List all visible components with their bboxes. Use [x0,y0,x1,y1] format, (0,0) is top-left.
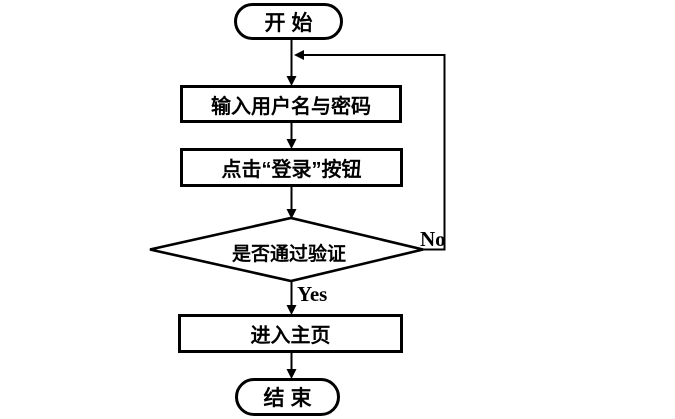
arrowhead-down-icon [286,76,297,86]
node-enter-home-label: 进入主页 [250,325,331,347]
edge-label-no: No [420,227,446,251]
arrowhead-left-icon [294,50,304,60]
node-verify-label: 是否通过验证 [232,244,347,265]
edge-no-loop [301,54,446,251]
node-input-credentials: 输入用户名与密码 [180,85,402,123]
node-end-label: 结束 [263,387,318,410]
arrowhead-down-icon [286,209,297,219]
node-click-login-label: 点击“登录”按钮 [221,159,362,181]
arrowhead-down-icon [286,139,297,149]
node-end: 结束 [235,378,340,416]
arrowhead-down-icon [286,369,297,379]
edge-label-yes: Yes [297,282,328,306]
node-input-credentials-label: 输入用户名与密码 [211,95,371,118]
node-click-login: 点击“登录”按钮 [180,148,403,187]
node-start-label: 开始 [264,11,319,35]
arrowhead-down-icon [286,305,297,315]
node-start: 开始 [234,3,343,40]
node-verify-decision [149,216,424,283]
node-enter-home: 进入主页 [178,314,403,353]
